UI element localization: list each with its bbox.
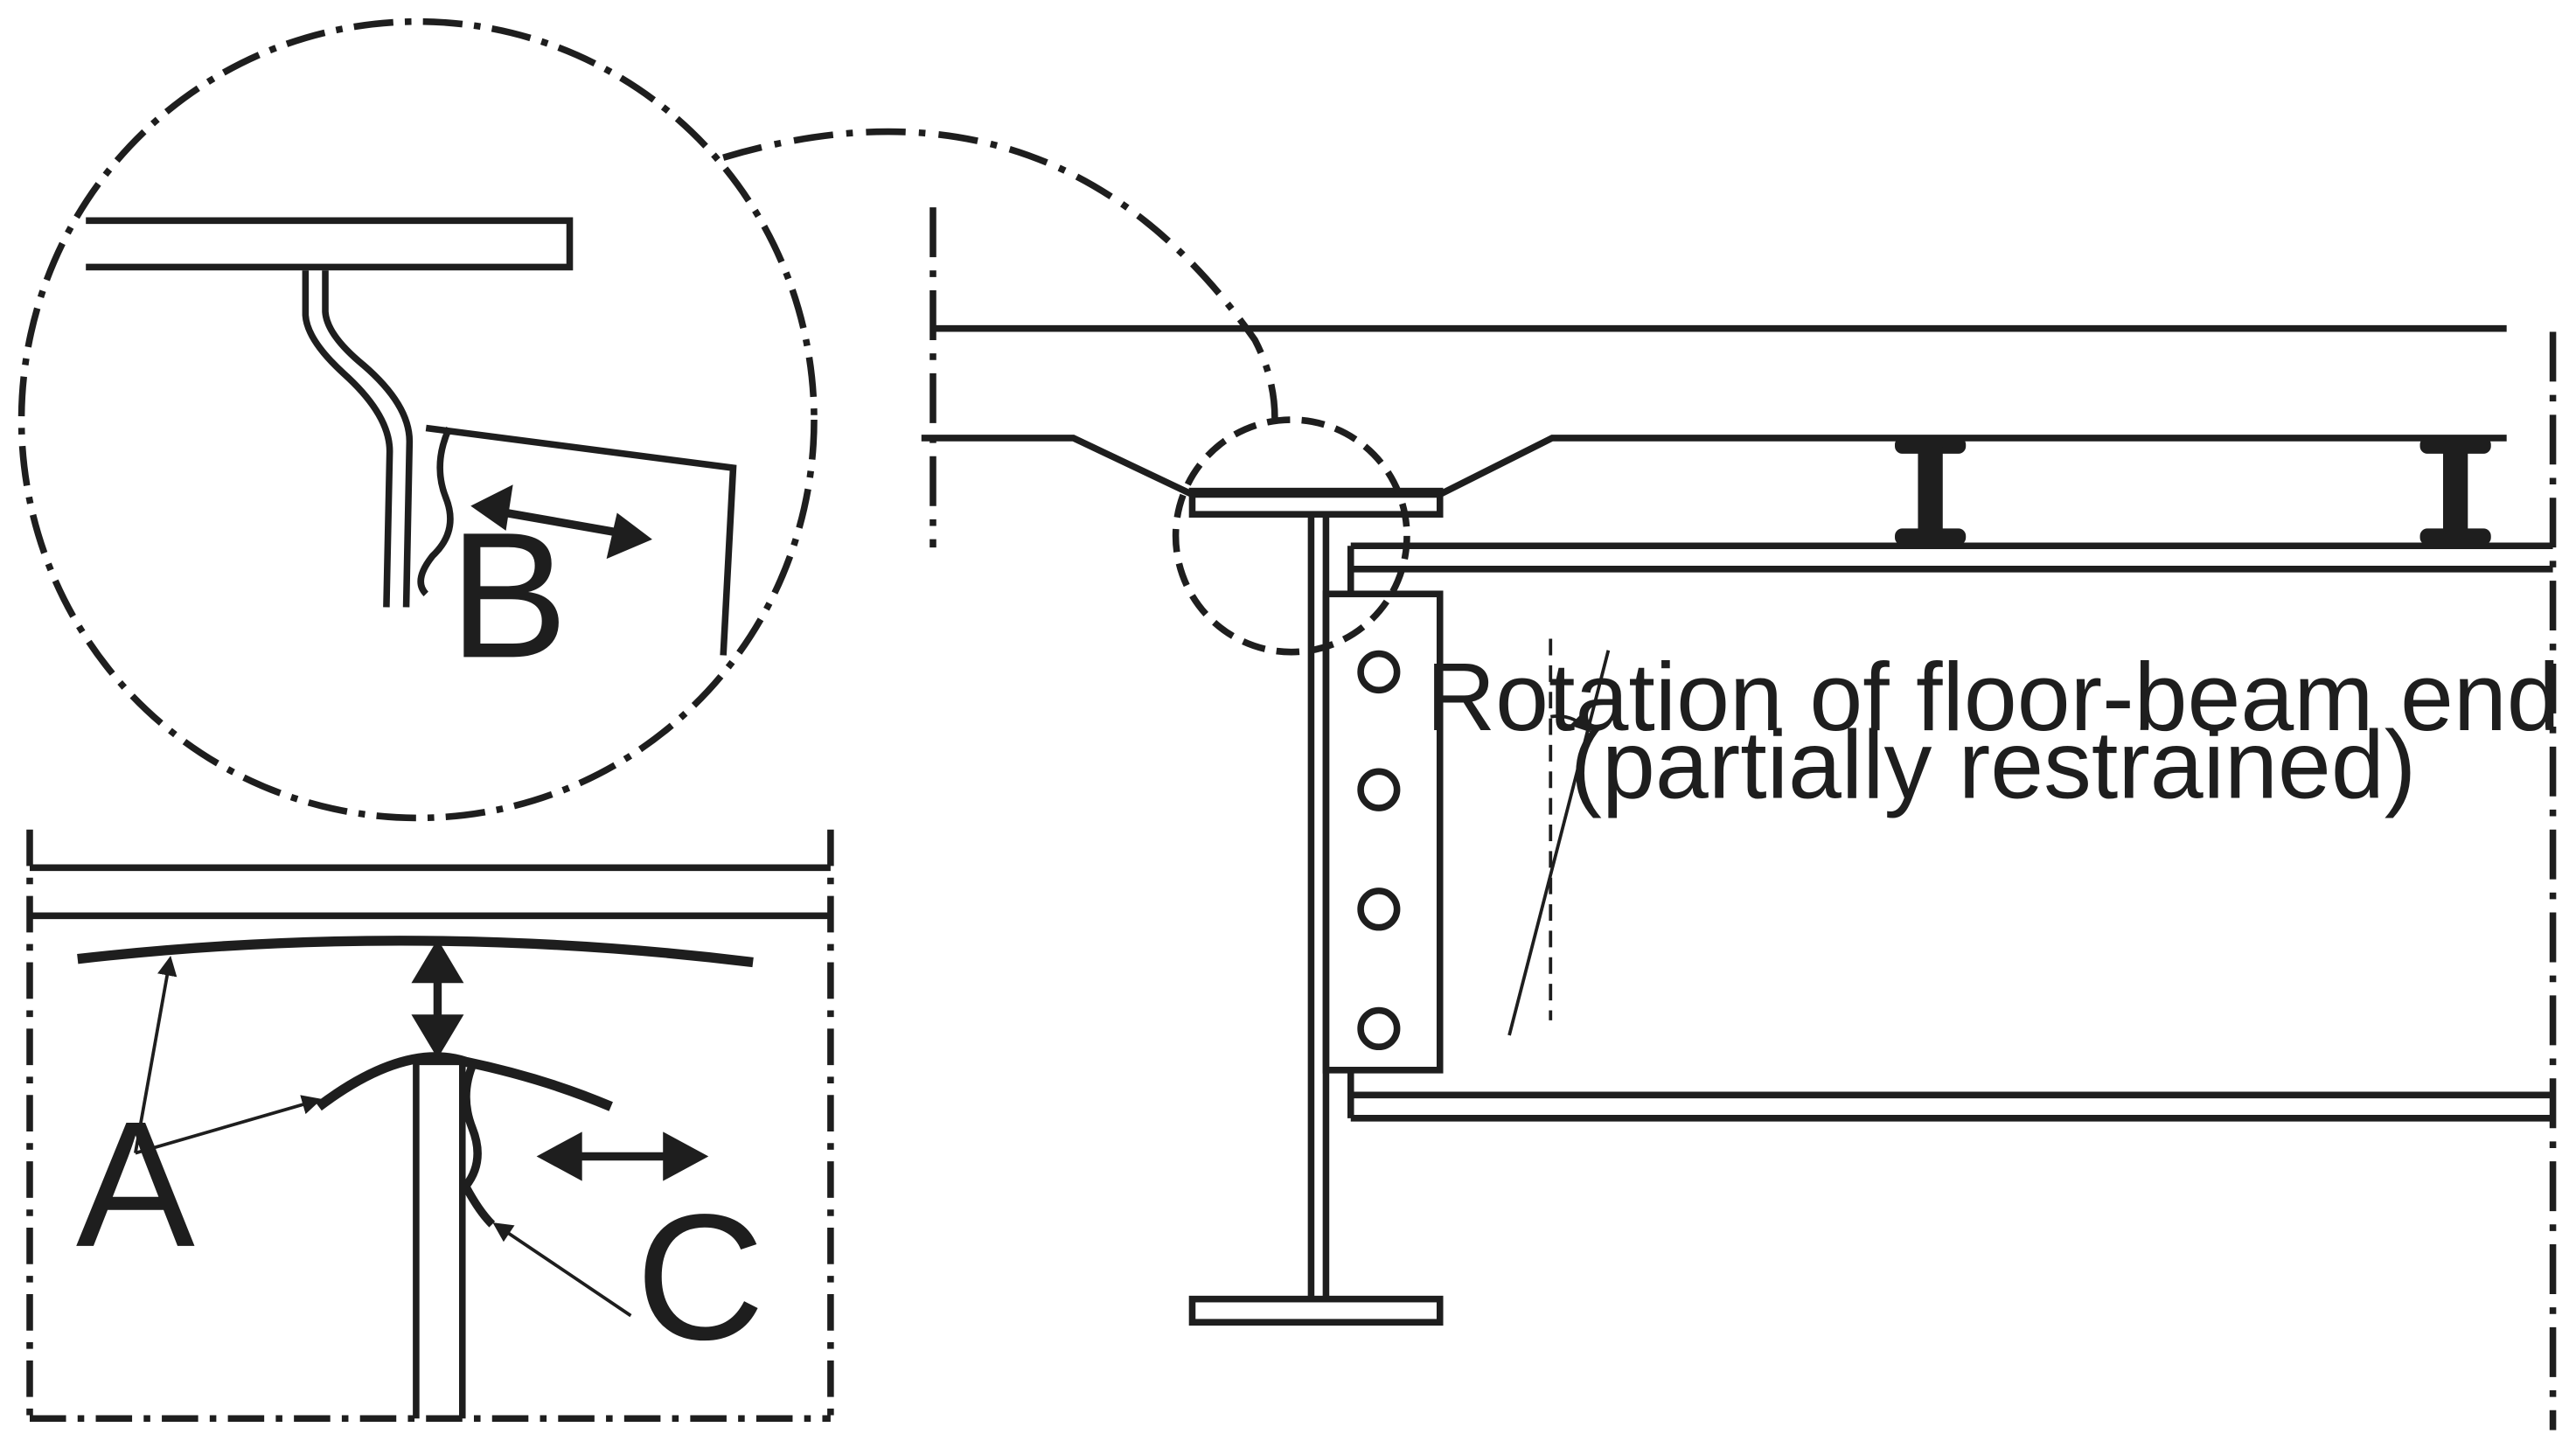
leader-a-deck [133,955,178,1154]
detail-marker-circle [1172,416,1410,656]
label-c: C [636,1178,764,1378]
arrow-head [411,1014,464,1059]
shear-stud [1895,436,1967,546]
detail-b-web-right [322,270,414,608]
main-elevation: Rotation of floor-beam end (partially re… [722,128,2560,1431]
label-b: B [449,496,568,696]
bolt [1357,768,1401,811]
leader-c [492,1222,632,1318]
arrow-head [663,1131,709,1181]
arrow-head [470,484,513,531]
rotated-beam-end-line [1507,650,1611,1036]
rotation-label-line2: (partially restrained) [1570,712,2417,818]
fin-plate [1322,590,1444,1074]
arrow-head [606,512,652,560]
detail-b-slab [86,217,574,271]
detail-b-crack [417,426,454,596]
detail-b-double-arrow [494,506,629,539]
bolt [1357,1006,1401,1051]
arrow-head [411,938,464,984]
bolt [1357,650,1401,694]
label-a: A [76,1084,195,1284]
bolt [1357,888,1401,931]
detail-ac-crack [460,1060,496,1228]
rotation-angle-arc [1549,711,1591,733]
detail-b-circle [17,17,818,822]
column-bottom-flange [1188,1295,1444,1326]
column-top-flange [1188,487,1444,518]
deck-profile [921,435,2507,498]
detail-leader-arc [722,128,1278,419]
leader-a-flange [135,1095,323,1155]
detail-b-web-left [302,270,393,608]
arrow-head [536,1131,582,1181]
rotation-label-line1: Rotation of floor-beam end [1426,644,2560,751]
shear-stud [2419,436,2491,546]
detail-ac: A C [26,829,834,1423]
detail-b-fin-plate [425,424,737,656]
detail-ac-deck-curve [77,936,754,968]
detail-b: B [17,17,818,822]
